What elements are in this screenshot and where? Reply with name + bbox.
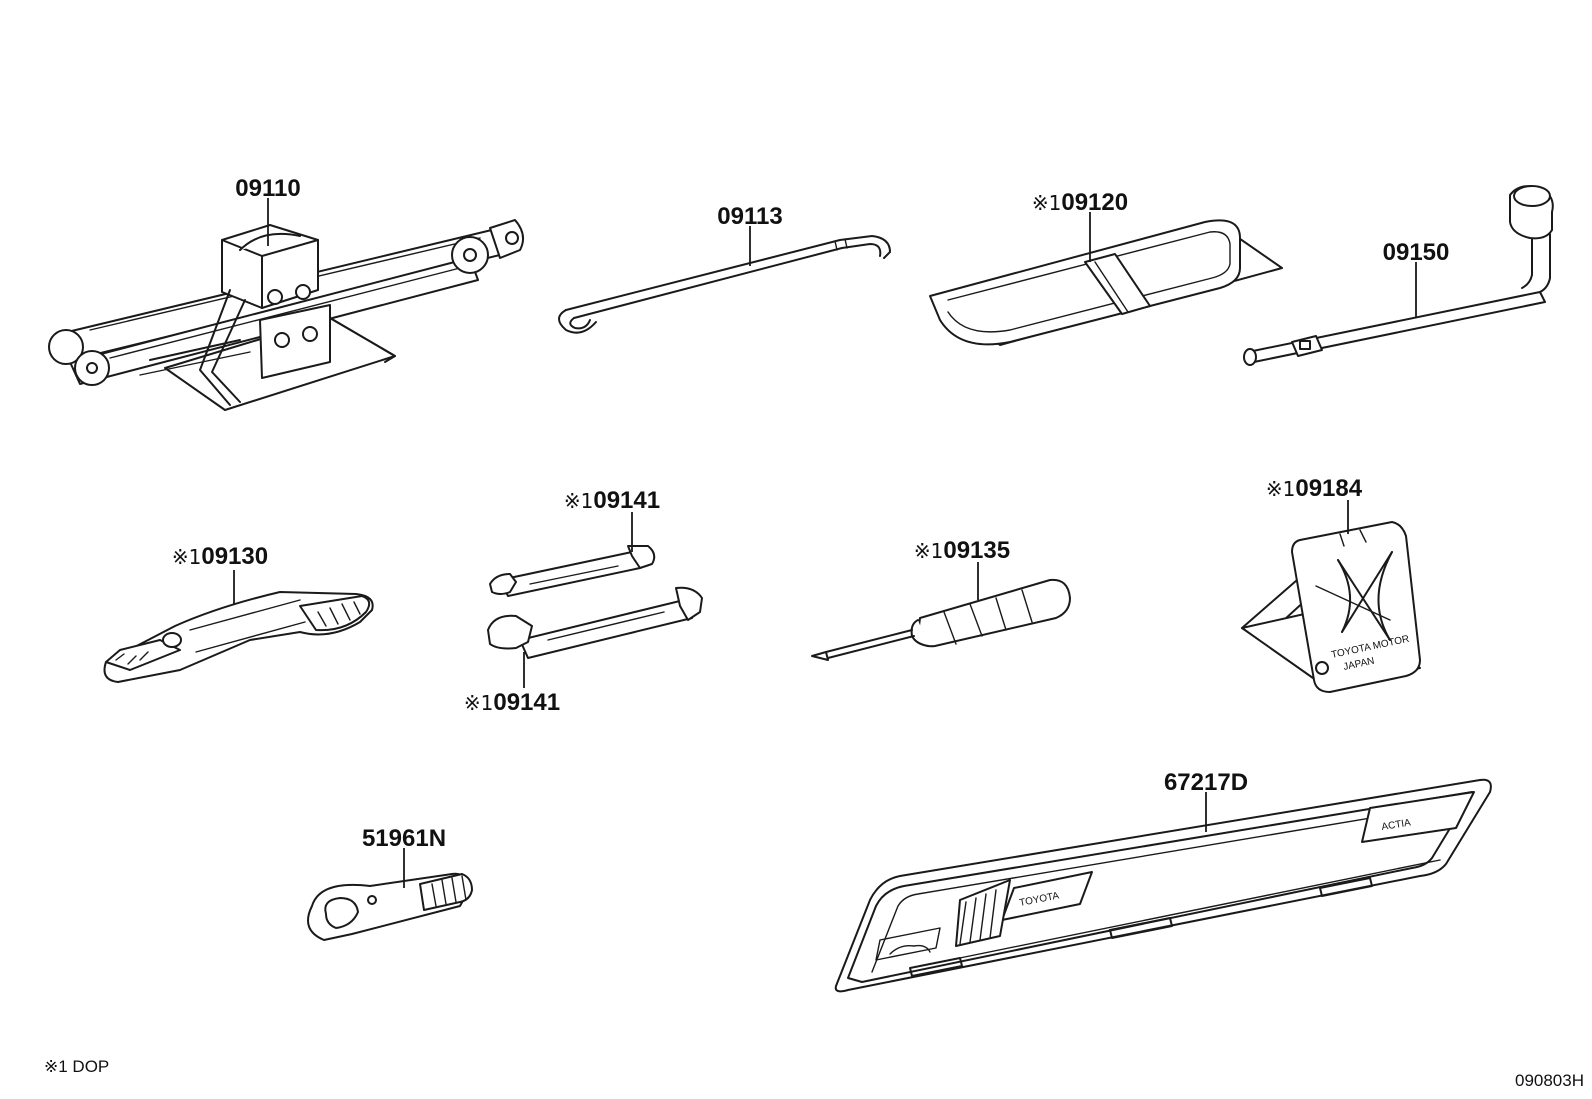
drawing-code: 090803H: [1515, 1071, 1584, 1090]
label-09110: 09110: [235, 175, 300, 202]
label-09135: ※109135: [914, 537, 1010, 564]
label-09120: ※109120: [1032, 189, 1128, 216]
tool-tray-drawing: TOYOTA ACTIA: [834, 778, 1492, 993]
wrench-large-drawing: [487, 586, 703, 659]
label-09113: 09113: [717, 203, 782, 230]
pliers-drawing: [103, 591, 374, 683]
label-51961N: 51961N: [362, 825, 446, 852]
label-09150: 09150: [1383, 239, 1450, 266]
label-09130: ※109130: [172, 543, 268, 570]
scissor-jack-drawing: [48, 219, 525, 411]
footnote-dop: ※1 DOP: [44, 1057, 109, 1076]
jack-handle-drawing: [558, 235, 891, 334]
label-09141-bottom: ※109141: [464, 689, 560, 716]
label-09141-top: ※109141: [564, 487, 660, 514]
tray-embossed-model: ACTIA: [1381, 817, 1412, 833]
wheel-chock-drawing: TOYOTA MOTOR JAPAN: [1241, 521, 1421, 693]
tool-bag-drawing: [929, 219, 1283, 346]
towing-eye-drawing: [307, 872, 473, 941]
label-09184: ※109184: [1266, 475, 1363, 502]
label-67217D: 67217D: [1164, 769, 1248, 796]
wheel-wrench-drawing: [1243, 185, 1554, 366]
screwdriver-drawing: [811, 578, 1071, 661]
wrench-small-drawing: [489, 545, 656, 597]
